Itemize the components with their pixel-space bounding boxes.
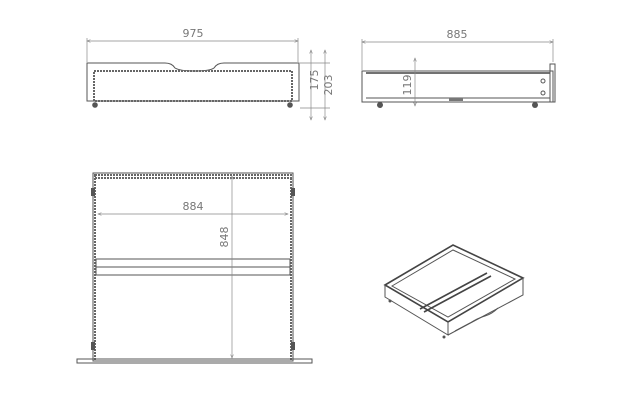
- drawer-top-rim: [383, 244, 525, 323]
- side-height-label: 119: [401, 75, 414, 96]
- front-panel-plan: [76, 358, 313, 364]
- total-height-label: 203: [322, 75, 335, 96]
- front-width-label: 975: [183, 27, 204, 40]
- back-panel: [549, 63, 556, 103]
- wheel-left: [92, 102, 98, 108]
- inner-depth-label: 848: [218, 227, 231, 248]
- inner-height-label: 175: [308, 70, 321, 91]
- wheel-back: [532, 102, 538, 108]
- plan-view: 884 848: [76, 172, 313, 364]
- isometric-view: [383, 244, 525, 339]
- inner-box-hidden: [93, 70, 293, 102]
- drawer-outline: [92, 172, 294, 362]
- inner-width-label: 884: [183, 200, 204, 213]
- side-depth-label: 885: [447, 28, 468, 41]
- wheel-right: [287, 102, 293, 108]
- side-panel: [361, 70, 554, 103]
- middle-rail-iso: [419, 272, 492, 313]
- side-view: 885 119: [361, 28, 556, 108]
- front-view: 975 175 203: [87, 27, 335, 120]
- wheel-front: [377, 102, 383, 108]
- front-panel: [86, 62, 300, 102]
